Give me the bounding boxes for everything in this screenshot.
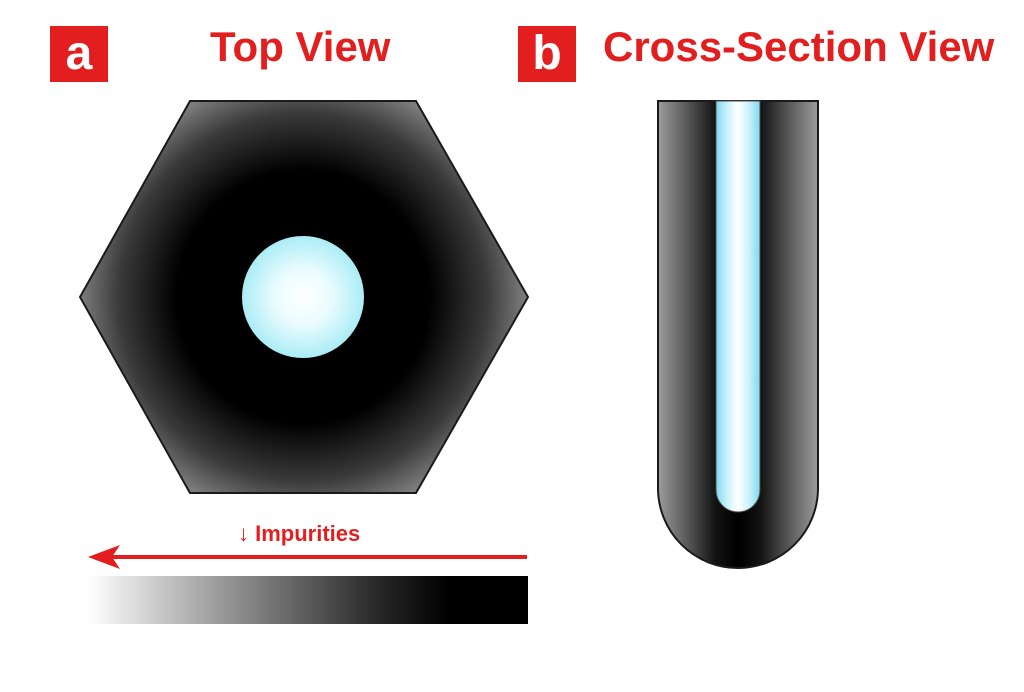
impurities-text: Impurities [255, 521, 361, 546]
impurities-label: ↓ Impurities [238, 521, 360, 547]
panel-b-title: Cross-Section View [603, 23, 995, 70]
core-channel [715, 100, 761, 513]
left-arrowhead-icon [88, 545, 120, 569]
panel-a-title: Top View [210, 23, 391, 70]
impurity-gradient-bar [88, 576, 528, 624]
panel-a-badge: a [50, 26, 108, 82]
down-arrow-icon: ↓ [238, 521, 249, 546]
panel-b-badge: b [518, 26, 576, 82]
core-circle [242, 236, 364, 358]
